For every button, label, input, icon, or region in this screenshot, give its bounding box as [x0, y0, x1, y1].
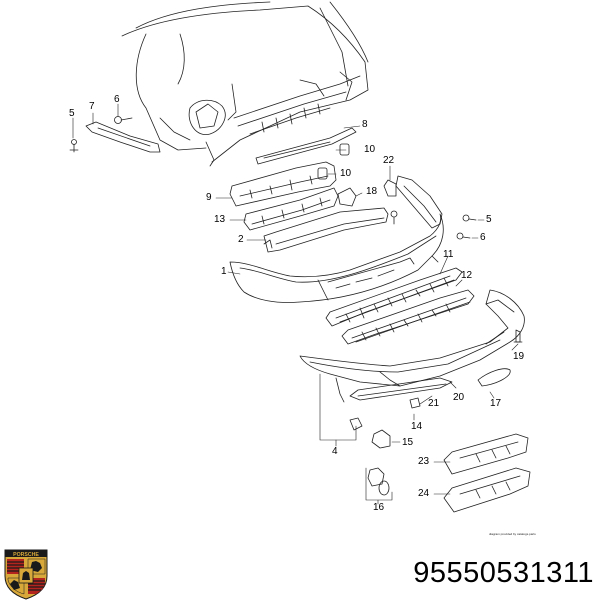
callout-6-b: 6 — [480, 232, 486, 243]
callout-18: 18 — [366, 186, 378, 197]
callout-2: 2 — [238, 234, 244, 245]
trim-21 — [349, 377, 453, 401]
bracket-8 — [255, 127, 357, 165]
bracket-23 — [443, 433, 529, 475]
callout-15: 15 — [402, 437, 414, 448]
callout-10-b: 10 — [340, 168, 352, 179]
bracket-24 — [443, 467, 531, 513]
clips-10 — [317, 143, 350, 180]
clips-14-15-16 — [349, 397, 421, 496]
impact-absorber-9 — [229, 161, 337, 207]
callout-12: 12 — [461, 270, 473, 281]
callout-8: 8 — [362, 119, 368, 130]
callout-22: 22 — [383, 155, 395, 166]
callout-11: 11 — [443, 249, 454, 260]
callout-9: 9 — [206, 192, 212, 203]
callout-16: 16 — [373, 502, 385, 513]
impact-absorber-13 — [243, 187, 339, 231]
part-number: 95550531311 — [413, 557, 594, 589]
grille-12 — [341, 289, 475, 345]
porsche-crest-logo: PORSCHE — [4, 549, 48, 600]
callout-20: 20 — [453, 392, 465, 403]
diagram-attribution: diagram provided by catalogs.parts — [489, 532, 536, 536]
callout-5-b: 5 — [486, 214, 492, 225]
callout-7: 7 — [89, 101, 95, 112]
callout-23: 23 — [418, 456, 430, 467]
leader-lines — [72, 103, 519, 505]
svg-text:PORSCHE: PORSCHE — [13, 552, 39, 558]
callout-5: 5 — [69, 108, 75, 119]
callout-13: 13 — [214, 214, 226, 225]
callout-17: 17 — [490, 398, 502, 409]
callout-6: 6 — [114, 94, 120, 105]
callout-1: 1 — [221, 266, 227, 277]
callout-10: 10 — [364, 144, 376, 155]
reflector-17 — [477, 368, 511, 387]
callout-19: 19 — [513, 351, 525, 362]
bracket-18-22 — [337, 179, 397, 207]
crossmember-2 — [263, 207, 389, 253]
fastener-19 — [513, 329, 523, 343]
side-bracket-right — [390, 175, 477, 240]
callout-4: 4 — [332, 446, 338, 457]
bracket-7-group — [69, 116, 161, 153]
callout-21: 21 — [428, 398, 440, 409]
bumper-cover-upper-1 — [229, 213, 444, 303]
grille-11 — [325, 267, 463, 327]
vehicle-body-outline — [121, 1, 369, 167]
callout-24: 24 — [418, 488, 430, 499]
bumper-cover-lower-20 — [299, 289, 525, 403]
callout-14: 14 — [411, 421, 423, 432]
